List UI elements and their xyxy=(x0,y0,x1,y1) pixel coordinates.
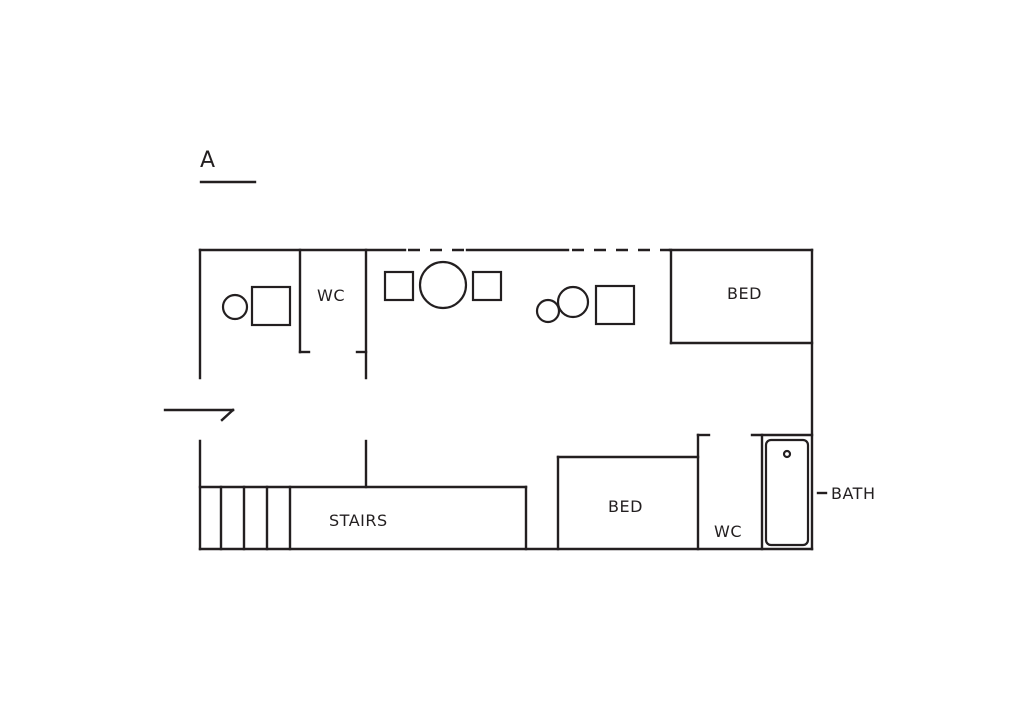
stair-treads xyxy=(219,485,292,551)
desk-left-room xyxy=(250,285,292,327)
chair-left-room xyxy=(221,293,249,321)
label-wc-top: WC xyxy=(317,286,345,305)
dining-chair-right xyxy=(471,270,503,302)
label-bed-bottom: BED xyxy=(608,497,643,516)
bathtub xyxy=(764,438,810,547)
side-table-large xyxy=(556,285,590,319)
dining-chair-left xyxy=(383,270,415,302)
plan-title: A xyxy=(200,148,215,173)
dining-table xyxy=(418,260,468,310)
entrance-door xyxy=(163,408,235,422)
label-bed-top: BED xyxy=(727,284,762,303)
outer-walls xyxy=(198,248,814,551)
side-table-small xyxy=(535,298,561,324)
label-bath: BATH xyxy=(831,484,875,503)
label-wc-bottom: WC xyxy=(714,522,742,541)
armchair xyxy=(594,284,636,326)
interior-walls xyxy=(198,248,814,551)
label-stairs: STAIRS xyxy=(329,511,388,530)
